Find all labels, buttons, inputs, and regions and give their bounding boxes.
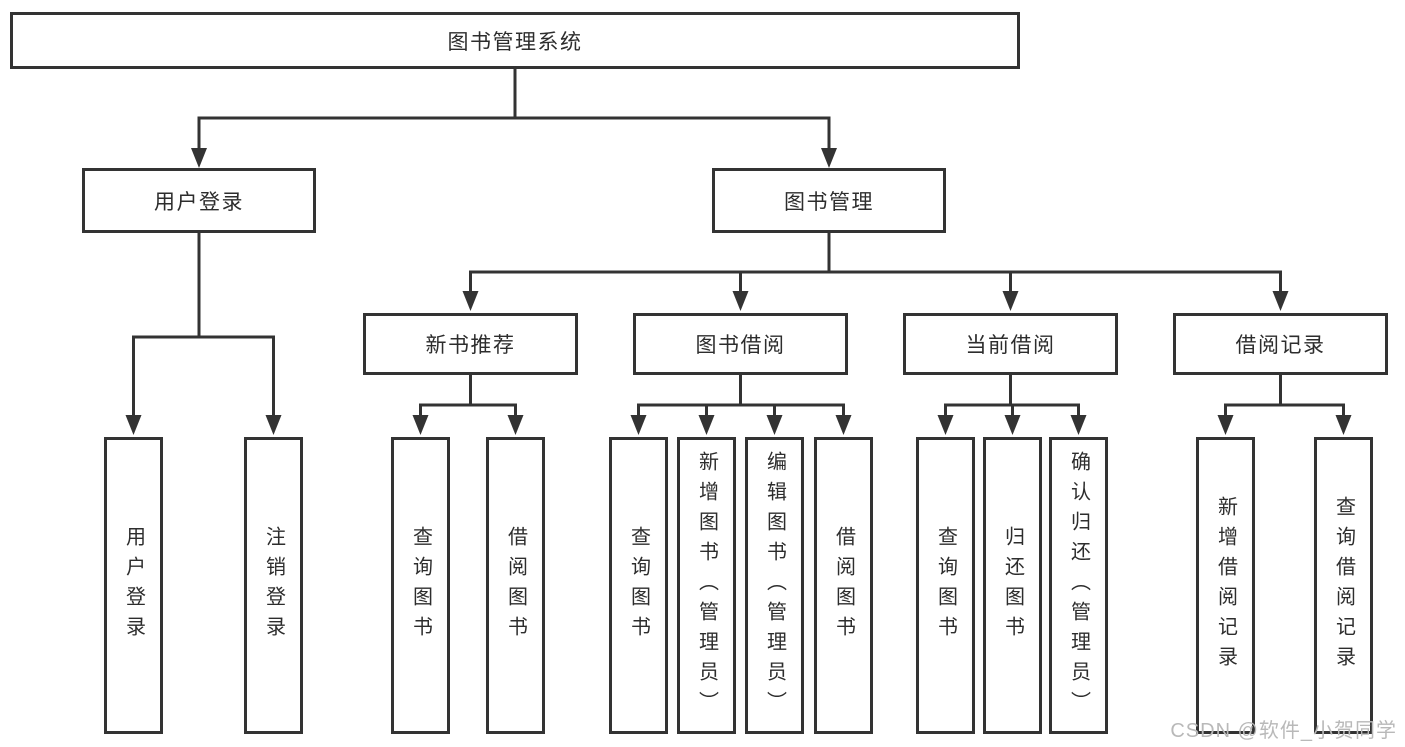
node-current-borrow: 当前借阅 bbox=[903, 313, 1118, 375]
csdn-watermark: CSDN @软件_小贺同学 bbox=[1170, 720, 1397, 742]
leaf-records-add-record: 新增借阅记录 bbox=[1196, 437, 1255, 734]
connector-book-management-to-level3 bbox=[462, 232, 1289, 311]
node-root-system-label: 图书管理系统 bbox=[447, 30, 583, 54]
node-new-book-recommend-label: 新书推荐 bbox=[425, 334, 516, 357]
connector-current-borrow-to-leaves bbox=[937, 374, 1087, 435]
leaf-borrow-query-books-label: 查询图书 bbox=[627, 525, 650, 646]
leaf-borrow-query-books: 查询图书 bbox=[609, 437, 668, 734]
connector-root-to-level2 bbox=[191, 68, 837, 168]
leaf-current-query-books: 查询图书 bbox=[916, 437, 975, 734]
node-borrow-records-label: 借阅记录 bbox=[1235, 334, 1326, 357]
node-book-borrow-label: 图书借阅 bbox=[695, 334, 786, 357]
node-new-book-recommend: 新书推荐 bbox=[363, 313, 578, 375]
leaf-user-login-label: 用户登录 bbox=[122, 525, 145, 646]
connector-book-borrow-to-leaves bbox=[630, 374, 852, 435]
connector-borrow-records-to-leaves bbox=[1217, 374, 1352, 435]
node-user-login: 用户登录 bbox=[82, 168, 316, 233]
node-user-login-label: 用户登录 bbox=[154, 190, 244, 214]
leaf-current-return-books: 归还图书 bbox=[983, 437, 1042, 734]
connector-user-login-to-leaves bbox=[125, 232, 282, 435]
leaf-recommend-query-books: 查询图书 bbox=[391, 437, 450, 734]
leaf-borrow-borrow-books: 借阅图书 bbox=[814, 437, 873, 734]
leaf-borrow-edit-books-admin: 编辑图书（管理员） bbox=[745, 437, 804, 734]
leaf-records-add-record-label: 新增借阅记录 bbox=[1214, 495, 1237, 676]
leaf-user-login: 用户登录 bbox=[104, 437, 163, 734]
leaf-current-confirm-return-admin-label: 确认归还（管理员） bbox=[1067, 450, 1090, 721]
node-borrow-records: 借阅记录 bbox=[1173, 313, 1388, 375]
leaf-recommend-borrow-books-label: 借阅图书 bbox=[504, 525, 527, 646]
node-book-management-label: 图书管理 bbox=[784, 190, 874, 214]
node-root-system: 图书管理系统 bbox=[10, 12, 1020, 69]
leaf-current-query-books-label: 查询图书 bbox=[934, 525, 957, 646]
leaf-current-return-books-label: 归还图书 bbox=[1001, 525, 1024, 646]
leaf-records-query-record-label: 查询借阅记录 bbox=[1332, 495, 1355, 676]
leaf-logout-login: 注销登录 bbox=[244, 437, 303, 734]
node-current-borrow-label: 当前借阅 bbox=[965, 334, 1056, 357]
node-book-management: 图书管理 bbox=[712, 168, 946, 233]
leaf-borrow-add-books-admin: 新增图书（管理员） bbox=[677, 437, 736, 734]
node-book-borrow: 图书借阅 bbox=[633, 313, 848, 375]
leaf-logout-login-label: 注销登录 bbox=[262, 525, 285, 646]
leaf-recommend-borrow-books: 借阅图书 bbox=[486, 437, 545, 734]
connector-new-book-to-leaves bbox=[412, 374, 524, 435]
leaf-borrow-add-books-admin-label: 新增图书（管理员） bbox=[695, 450, 718, 721]
leaf-recommend-query-books-label: 查询图书 bbox=[409, 525, 432, 646]
leaf-records-query-record: 查询借阅记录 bbox=[1314, 437, 1373, 734]
leaf-borrow-borrow-books-label: 借阅图书 bbox=[832, 525, 855, 646]
leaf-borrow-edit-books-admin-label: 编辑图书（管理员） bbox=[763, 450, 786, 721]
leaf-current-confirm-return-admin: 确认归还（管理员） bbox=[1049, 437, 1108, 734]
